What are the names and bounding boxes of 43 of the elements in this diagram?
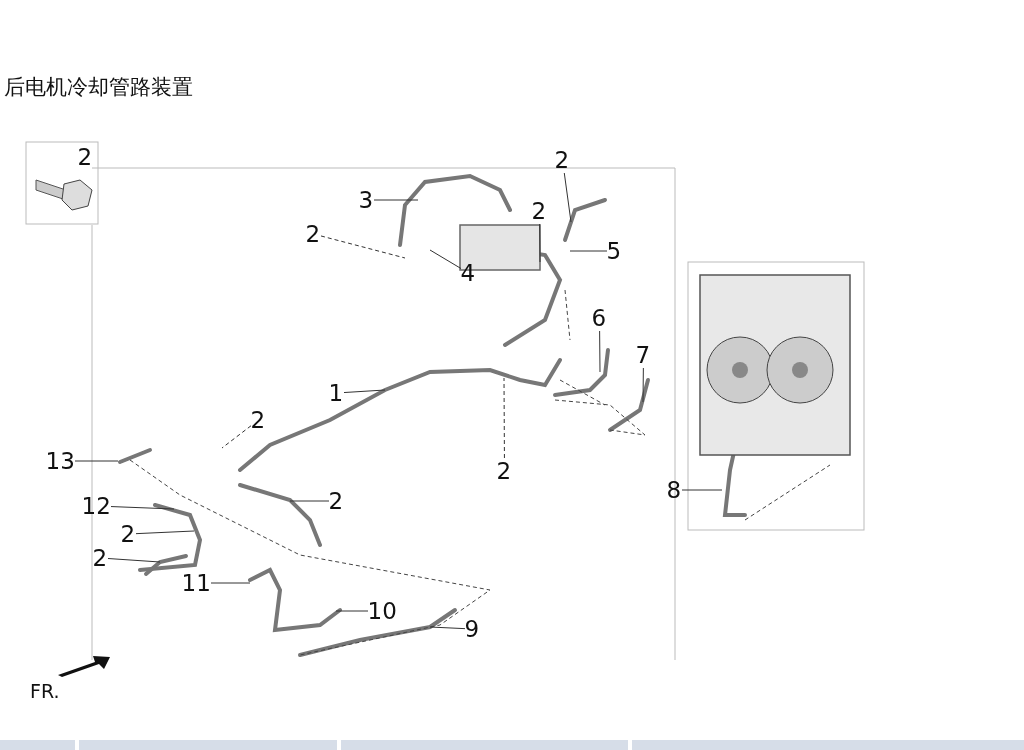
leader-line bbox=[343, 389, 386, 394]
leader-line bbox=[221, 425, 252, 449]
callout-number: 13 bbox=[45, 448, 75, 474]
page-title: 后电机冷却管路装置 bbox=[4, 74, 193, 101]
leader-line bbox=[429, 626, 466, 630]
callout-number: 2 bbox=[77, 144, 93, 170]
leader-line bbox=[681, 489, 723, 491]
callout-number: 3 bbox=[358, 187, 374, 213]
callout-number: 2 bbox=[305, 221, 321, 247]
direction-label: FR. bbox=[30, 679, 60, 704]
leader-line bbox=[135, 530, 195, 535]
leader-line bbox=[107, 558, 161, 563]
leader-line bbox=[373, 199, 419, 201]
leader-line bbox=[642, 367, 644, 403]
leader-line bbox=[335, 610, 369, 612]
callout-number: 1 bbox=[328, 380, 344, 406]
callout-number: 2 bbox=[496, 458, 512, 484]
callout-number: 8 bbox=[666, 477, 682, 503]
leader-line bbox=[320, 235, 406, 259]
callout-number: 4 bbox=[460, 260, 476, 286]
leader-line bbox=[429, 249, 462, 269]
callout-number: 10 bbox=[367, 598, 397, 624]
leader-line bbox=[539, 223, 541, 263]
callout-number: 2 bbox=[531, 198, 547, 224]
callout-number: 6 bbox=[591, 305, 607, 331]
callout-number: 2 bbox=[92, 545, 108, 571]
callout-number: 2 bbox=[554, 147, 570, 173]
leader-line bbox=[289, 500, 330, 502]
callout-number: 11 bbox=[181, 570, 211, 596]
leader-line bbox=[74, 460, 119, 462]
leader-line bbox=[569, 250, 608, 252]
callout-number: 5 bbox=[606, 238, 622, 264]
leader-line bbox=[210, 582, 251, 584]
callout-number: 2 bbox=[250, 407, 266, 433]
callout-number: 2 bbox=[328, 488, 344, 514]
callout-number: 12 bbox=[81, 493, 111, 519]
callout-number: 9 bbox=[464, 616, 480, 642]
callout-number: 7 bbox=[635, 342, 651, 368]
leader-line bbox=[563, 172, 572, 223]
leader-line bbox=[503, 377, 505, 459]
leader-line bbox=[599, 330, 601, 373]
leader-line bbox=[110, 506, 175, 510]
callout-number: 2 bbox=[120, 521, 136, 547]
